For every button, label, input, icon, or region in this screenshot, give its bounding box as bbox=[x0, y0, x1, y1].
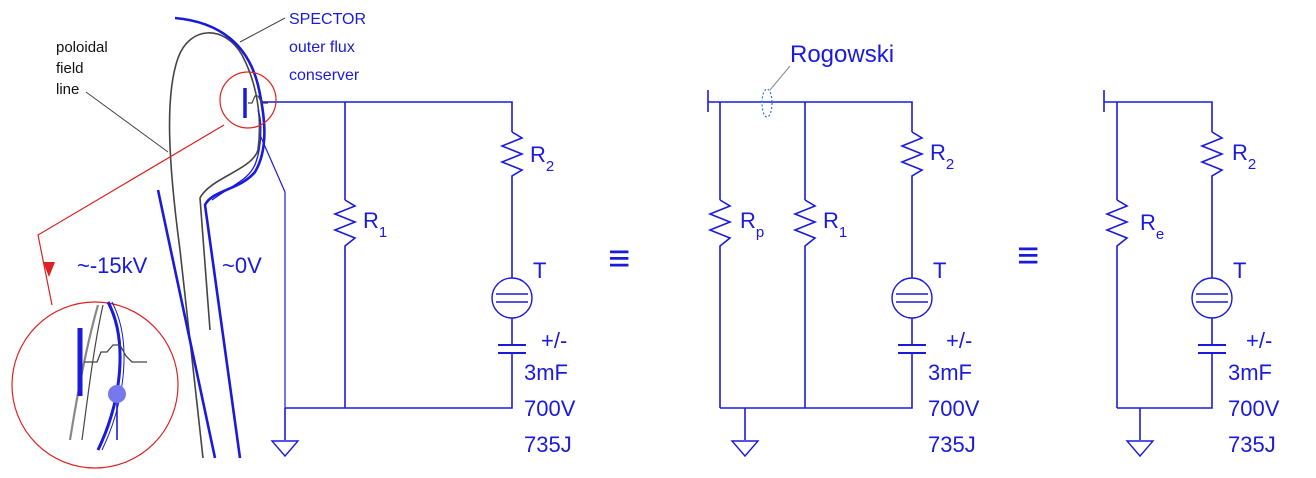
resistor-r1 bbox=[332, 199, 358, 255]
r1-label: R1 bbox=[823, 208, 847, 241]
field-line-leader bbox=[85, 91, 169, 153]
r2-label: R2 bbox=[1232, 140, 1256, 173]
voltage-right-label: ~0V bbox=[222, 253, 262, 278]
equivalence-sign-1: ≡ bbox=[608, 238, 630, 280]
conserver-label: SPECTOR outer flux conserver bbox=[289, 11, 371, 84]
rogowski-leader bbox=[769, 65, 791, 91]
r2-label: R2 bbox=[530, 142, 554, 175]
rogowski-coil bbox=[761, 88, 773, 118]
capacitor-spec: +/- 3mF 700V 735J bbox=[928, 328, 986, 457]
callout-arrowhead bbox=[43, 262, 55, 277]
tube-label: T bbox=[533, 258, 546, 283]
r1-label: R1 bbox=[363, 208, 387, 241]
capacitor bbox=[898, 344, 926, 357]
callout-circle-small bbox=[219, 71, 277, 129]
capacitor-spec: +/- 3mF 700V 735J bbox=[524, 328, 582, 457]
circuit-3: Re R2 T +/- 3mF 700V 735J bbox=[1103, 90, 1286, 458]
capacitor-spec: +/- 3mF 700V 735J bbox=[1228, 328, 1286, 457]
r2-label: R2 bbox=[930, 140, 954, 173]
flux-conserver-inner-wall bbox=[156, 189, 217, 459]
rp-label: Rp bbox=[740, 208, 764, 241]
flux-conserver-liner bbox=[211, 109, 262, 201]
tube-t bbox=[491, 277, 533, 319]
equivalence-sign-2: ≡ bbox=[1017, 235, 1039, 277]
poloidal-field-line bbox=[168, 32, 261, 459]
capacitor bbox=[1198, 344, 1226, 357]
conserver-leader bbox=[239, 17, 286, 43]
voltage-left-label: ~-15kV bbox=[77, 253, 148, 278]
rogowski-label: Rogowski bbox=[790, 41, 894, 68]
spector-sketch: poloidal field line SPECTOR outer flux c… bbox=[11, 11, 371, 469]
tube-t bbox=[1191, 277, 1233, 319]
tube-t bbox=[891, 277, 933, 319]
callout-circle-zoom bbox=[11, 301, 179, 469]
zoom-detail bbox=[68, 301, 147, 451]
callout-connector bbox=[37, 124, 225, 306]
tube-label: T bbox=[1233, 258, 1246, 283]
resistor-rp bbox=[707, 199, 733, 255]
capacitor bbox=[498, 344, 526, 357]
ground-symbol bbox=[730, 408, 760, 458]
ground-symbol bbox=[1125, 408, 1155, 458]
tube-label: T bbox=[933, 258, 946, 283]
field-line-label: poloidal field line bbox=[56, 39, 112, 98]
resistor-r2 bbox=[899, 131, 925, 180]
circuit-2: Rogowski Rp R1 R2 T +/- 3mF 700V 735J bbox=[707, 41, 986, 458]
ground-symbol bbox=[270, 408, 300, 458]
ground-lead-wire bbox=[259, 134, 286, 408]
probe-dot bbox=[108, 385, 126, 403]
re-label: Re bbox=[1140, 210, 1164, 243]
flux-conserver-outer-wall bbox=[174, 16, 266, 459]
resistor-r2 bbox=[1199, 131, 1225, 180]
resistor-re bbox=[1104, 199, 1130, 255]
resistor-r2 bbox=[499, 131, 525, 180]
resistor-r1 bbox=[792, 199, 818, 255]
circuit-1: R1 R2 T +/- 3mF 700V 735J bbox=[270, 101, 582, 458]
probe-signal-trace bbox=[248, 95, 268, 104]
